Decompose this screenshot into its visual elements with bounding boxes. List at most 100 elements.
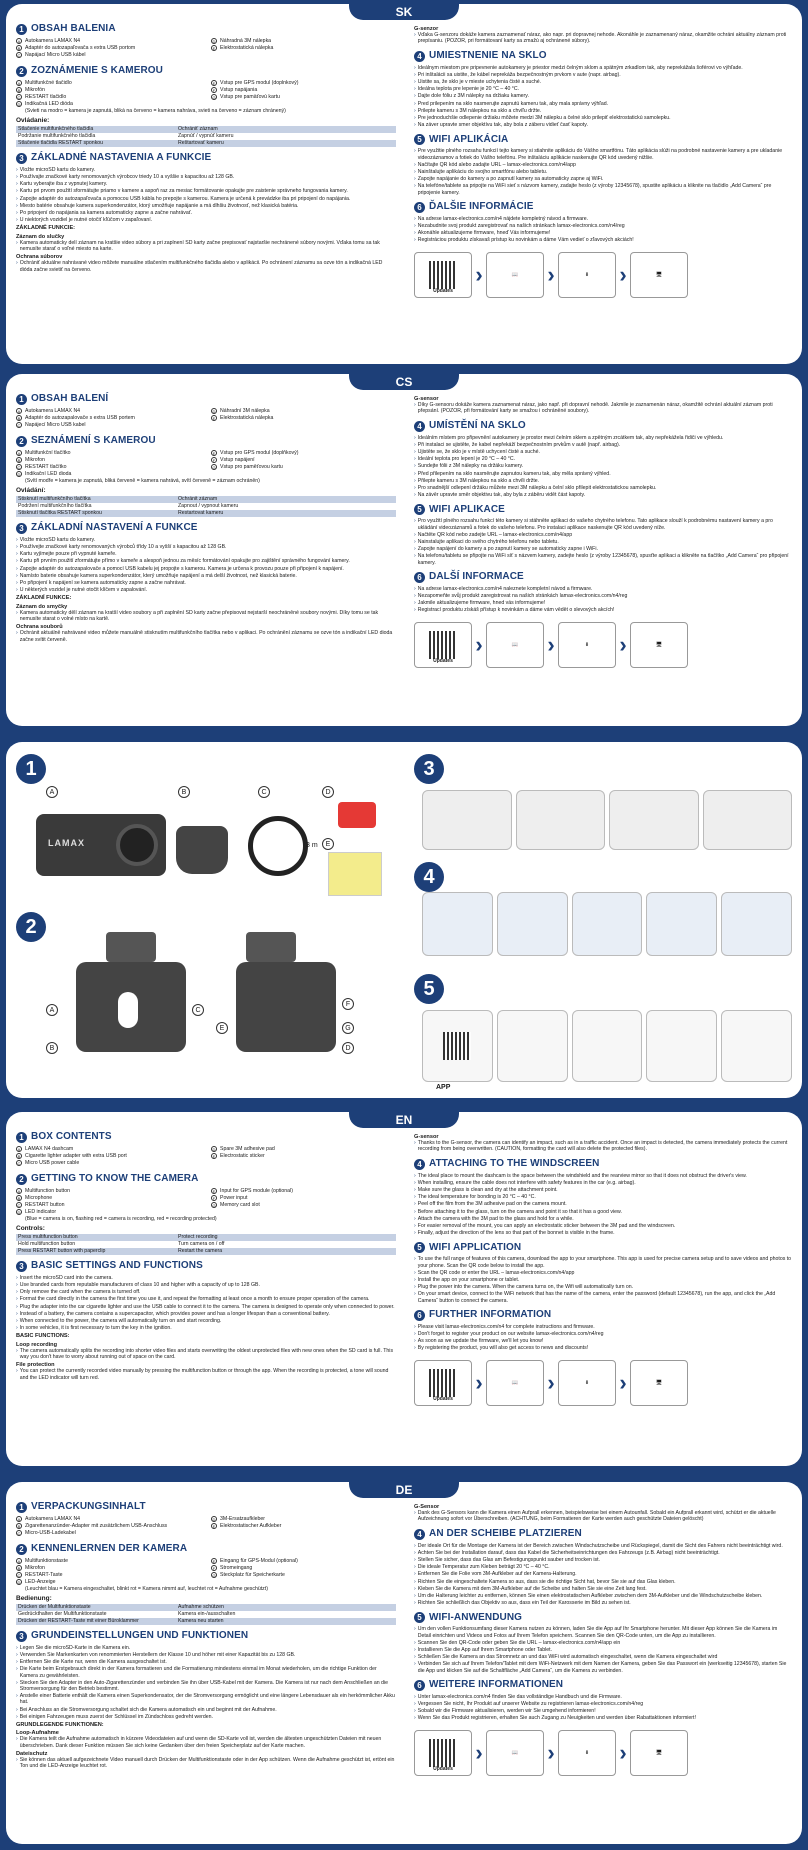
updates-qr-code[interactable] <box>429 630 457 659</box>
instruction-line: ›As soon as we update the firmware, we'l… <box>414 1338 544 1345</box>
instruction-line: ›Přilepte kameru s 3M nálepkou na sklo a… <box>414 477 540 484</box>
instruction-line: ›Um den vollen Funktionsumfang dieser Ka… <box>414 1626 778 1639</box>
update-monitor-icon: 🖥 <box>630 621 688 668</box>
item-letter: E <box>211 415 217 422</box>
label-a: A <box>46 786 58 798</box>
instruction-line: ›Kartu vyberajte iba z vypnutej kamery. <box>16 181 108 188</box>
controls-action: Stisknutí multifunkčního tlačítka <box>16 495 176 503</box>
instruction-line: ›Dajte dole fóliu z 3M nálepky na držiak… <box>414 93 529 100</box>
item-letter: G <box>211 1572 217 1579</box>
section-number: 4 <box>414 420 425 432</box>
item-letter: B <box>16 456 22 463</box>
item-letter: D <box>16 1209 22 1216</box>
controls-action: Gedrückthalten der Multifunktionstaste <box>16 1610 176 1618</box>
controls-action: Stisknutí tlačítka RESTART sponkou <box>16 509 176 517</box>
updates-qr-code[interactable] <box>429 260 457 289</box>
app-qr-code[interactable] <box>443 1032 472 1060</box>
instruction-line: ›Format the card directly in the camera … <box>16 1296 370 1303</box>
item-text: Autokamera LAMAX N4 <box>25 38 81 44</box>
item-text: Vstup pro GPS modul (doplňkový) <box>220 449 299 456</box>
controls-result: Reštartovať kameru <box>176 139 396 147</box>
item-text: Cigarette lighter adapter with extra USB… <box>25 1153 127 1160</box>
instruction-line: ›Die ideale Temperatur zum Kleben beträg… <box>414 1564 550 1571</box>
item-letter: F <box>211 1564 217 1571</box>
instruction-line: ›Pred prilepením na sklo nasmerujte zapn… <box>414 100 609 107</box>
section-gsensor: G-sensor›Díky G-sensoru dokáže kamera za… <box>414 396 792 415</box>
item-text: Indikační LED dioda <box>25 471 72 478</box>
instruction-line: ›Uistite sa, že sklo je v mieste uchyten… <box>414 79 542 86</box>
section-number: 5 <box>414 1612 425 1624</box>
instruction-line: ›Anstelle einer Batterie enthält die Kam… <box>16 1693 395 1706</box>
instruction-line: ›Na závěr upravte směr objektivu tak, ab… <box>414 492 586 499</box>
item-letter: B <box>16 1153 22 1160</box>
item-text: LED indicator <box>25 1209 57 1216</box>
instruction-line: ›Kartu pri prvom použití sformátujte pri… <box>16 188 348 195</box>
updates-qr-code[interactable] <box>429 1738 457 1767</box>
section-gsensor: G-sensor›Thanks to the G-sensor, the cam… <box>414 1134 792 1153</box>
instruction-line: ›Install the app on your smartphone or t… <box>414 1277 520 1284</box>
item-letter: F <box>211 456 217 463</box>
section-title: FURTHER INFORMATION <box>429 1309 552 1321</box>
instruction-line: ›Stecken Sie den Adapter in den Auto-Zig… <box>16 1679 388 1693</box>
protection-title: File protection <box>16 1362 55 1369</box>
controls-action: Press RESTART button with paperclip <box>16 1247 176 1255</box>
instruction-line: ›Use branded cards from reputable manufa… <box>16 1282 260 1289</box>
illustration-step-3: 3 <box>414 754 444 784</box>
item-text: Input for GPS module (optional) <box>220 1187 293 1194</box>
panel-illustrations: 1 A LAMAX B C 3 m D E 2 A B C E F G D 3 … <box>6 742 802 1098</box>
section-title: GRUNDEINSTELLUNGEN UND FUNKTIONEN <box>31 1630 249 1642</box>
qr-label: Updates <box>433 1766 453 1773</box>
gsensor-text: Vďaka G-senzoru dokáže kamera zaznamenať… <box>417 32 787 45</box>
section-title: BOX CONTENTS <box>31 1131 112 1143</box>
instruction-line: ›Vergessen Sie nicht, Ihr Produkt auf un… <box>414 1701 644 1708</box>
controls-title: Controls: <box>16 1224 45 1232</box>
instruction-line: ›Verbinden Sie sich auf Ihrem Telefon/Ta… <box>414 1661 787 1674</box>
item-letter: G <box>211 94 217 101</box>
instruction-line: ›Richten Sie schließlich das Objektiv so… <box>414 1600 631 1607</box>
update-monitor-icon: 🖥 <box>630 251 688 298</box>
instruction-line: ›Registráciou produktu získavaš prístup … <box>414 237 634 244</box>
item-text: RESTART tlačítko <box>25 464 67 471</box>
chevron-right-icon: › <box>619 1739 627 1765</box>
item-text: Náhradná 3M nálepka <box>220 38 272 44</box>
section-title: UMÍSTĚNÍ NA SKLO <box>429 420 526 431</box>
section-number: 2 <box>16 1173 27 1185</box>
instruction-line: ›Stellen Sie sicher, dass das Glas am Be… <box>414 1557 600 1564</box>
led-note: (Svítí modře = kamera je zapnutá, bliká … <box>25 478 260 485</box>
instruction-line: ›Die Karte beim Erstgebrauch direkt in d… <box>16 1666 377 1679</box>
section-number: 1 <box>16 1132 27 1143</box>
instruction-line: ›The ideal place to mount the dashcam is… <box>414 1172 747 1179</box>
illustration-step-5: 5 <box>414 974 444 1004</box>
item-letter: C <box>16 94 22 101</box>
item-text: Autokamera LAMAX N4 <box>25 408 81 414</box>
instruction-line: ›Na záver upravte smer objektívu tak, ab… <box>414 122 588 129</box>
updates-qr-code[interactable] <box>429 1368 457 1397</box>
instruction-line: ›U některých vozidel je nutné otočit klí… <box>16 587 148 594</box>
item-text: Adaptér do autozapalovače s extra USB po… <box>25 415 135 422</box>
car-adapter-illustration <box>176 826 228 874</box>
instruction-line: ›To use the full range of features of th… <box>414 1256 792 1269</box>
label-g-side: G <box>342 1022 354 1034</box>
instruction-line: ›For easier removal of the mount, you ca… <box>414 1223 676 1230</box>
item-letter: A <box>16 38 22 44</box>
app-setup-strip <box>422 1010 792 1082</box>
controls-result: Turn camera on / off <box>176 1240 396 1248</box>
qr-label: Updates <box>433 1396 453 1403</box>
instruction-line: ›Používejte značkové karty renomovaných … <box>16 544 227 551</box>
controls-result: Ochránit záznam <box>176 495 396 503</box>
